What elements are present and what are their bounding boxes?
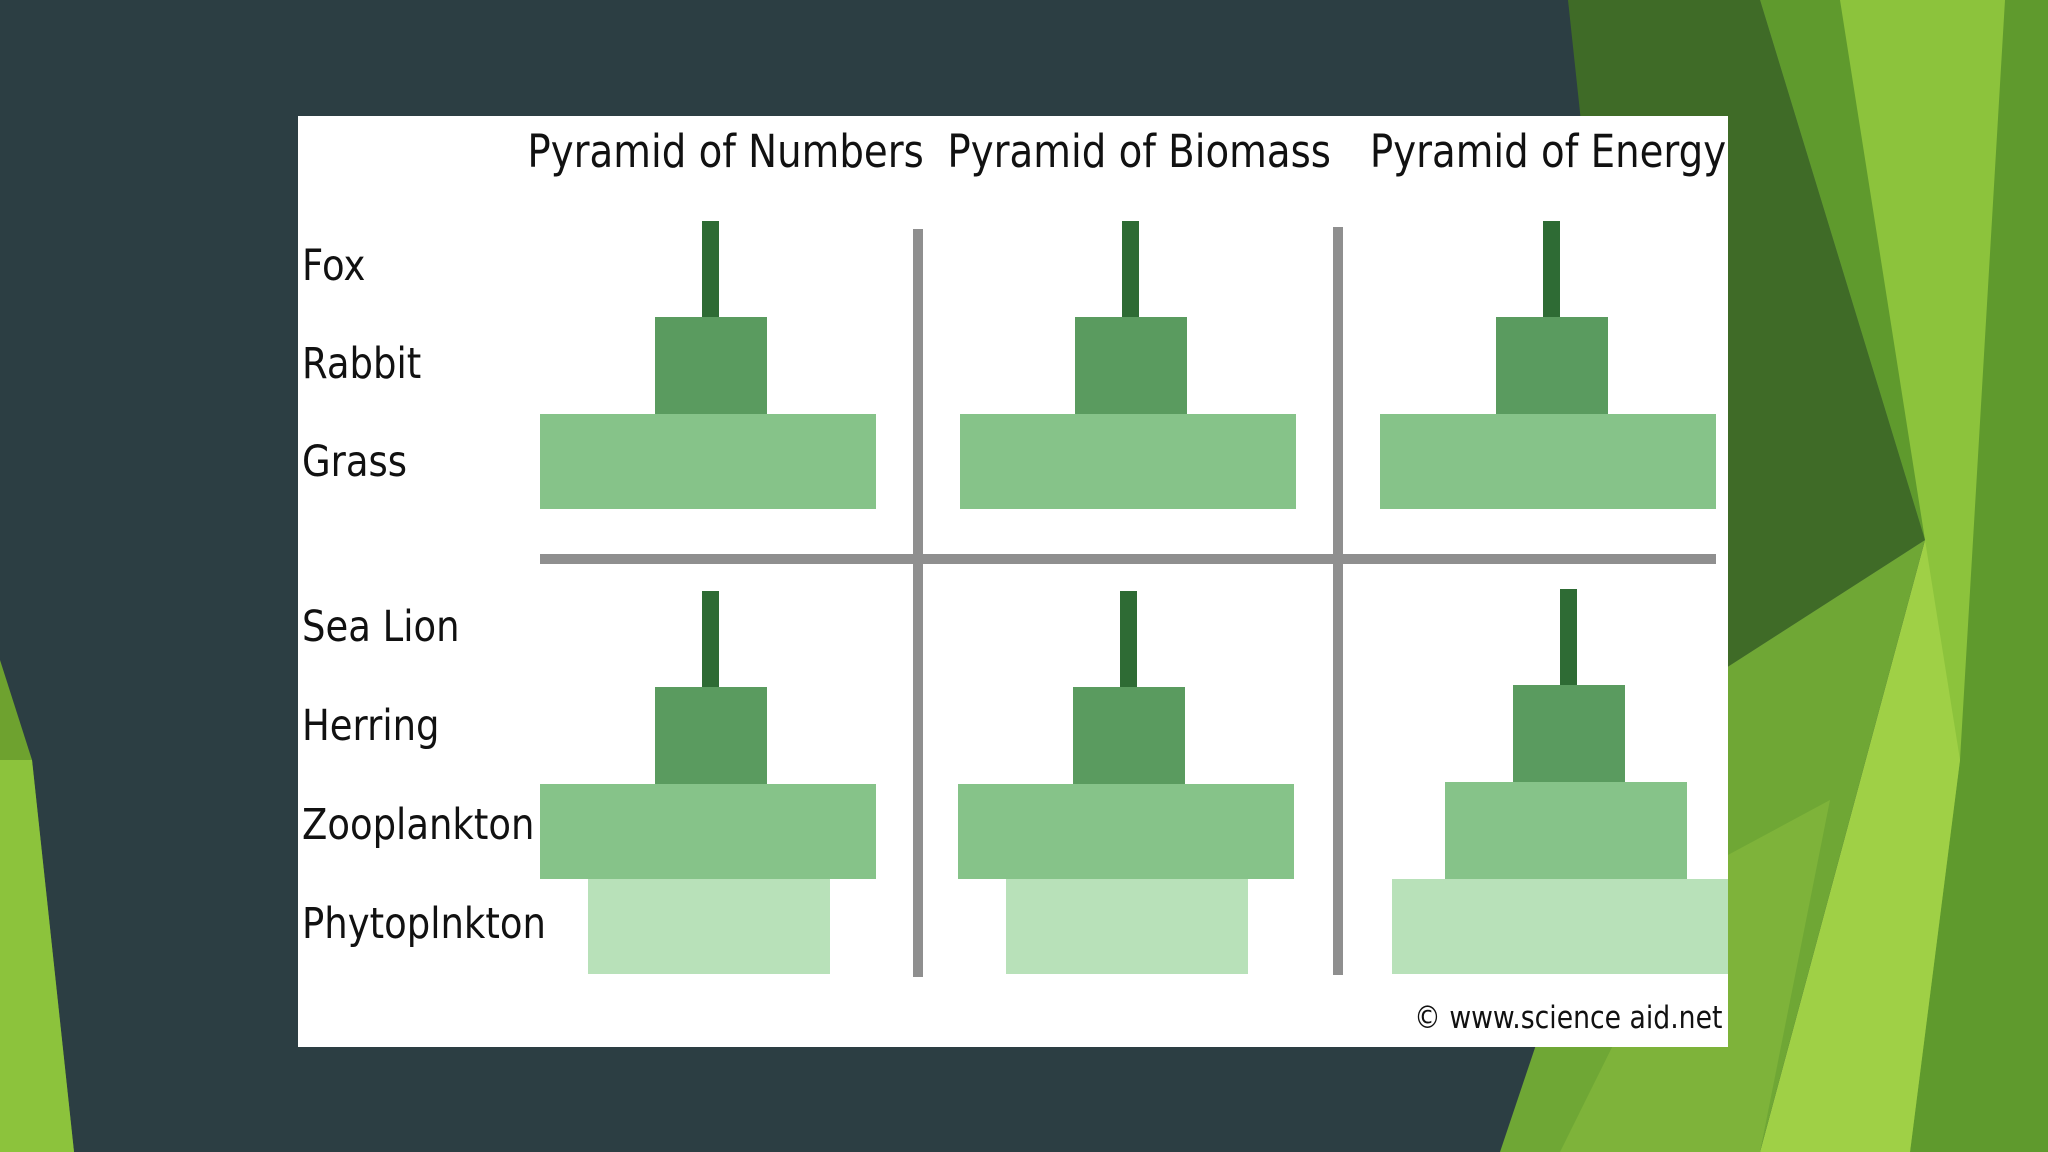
energy-marine-phytoplankton-bar	[1392, 879, 1728, 974]
energy-marine-herring-bar	[1513, 685, 1625, 782]
energy-land-grass-bar	[1380, 414, 1716, 509]
bg-shape-bright-green	[1760, 540, 1960, 1152]
biomass-marine-phytoplankton-bar	[1006, 879, 1248, 974]
numbers-marine-sea-lion-bar	[702, 591, 719, 687]
numbers-marine-herring-bar	[655, 687, 767, 784]
numbers-marine-phytoplankton-bar	[588, 879, 830, 974]
biomass-land-rabbit-bar	[1075, 317, 1187, 414]
energy-marine-zooplankton-bar	[1445, 782, 1687, 879]
energy-land-fox-bar	[1543, 221, 1560, 317]
energy-marine-sea-lion-bar	[1560, 589, 1577, 685]
numbers-land-fox-bar	[702, 221, 719, 317]
title-pyramid-of-biomass: Pyramid of Biomass	[947, 125, 1331, 178]
divider-vertical-1	[913, 229, 923, 977]
label-herring: Herring	[302, 701, 440, 751]
label-rabbit: Rabbit	[302, 339, 422, 389]
numbers-land-grass-bar	[540, 414, 876, 509]
bg-shape-left-stripe-light	[0, 760, 74, 1152]
numbers-land-rabbit-bar	[655, 317, 767, 414]
divider-horizontal	[540, 554, 1716, 564]
label-phytoplankton: Phytoplnkton	[302, 899, 546, 949]
biomass-land-grass-bar	[960, 414, 1296, 509]
title-pyramid-of-numbers: Pyramid of Numbers	[527, 125, 924, 178]
biomass-marine-sea-lion-bar	[1120, 591, 1137, 687]
label-zooplankton: Zooplankton	[302, 800, 535, 850]
copyright-credit: © www.science aid.net	[1413, 1000, 1722, 1036]
label-grass: Grass	[302, 437, 408, 487]
label-sea-lion: Sea Lion	[302, 602, 460, 652]
numbers-marine-zooplankton-bar	[540, 784, 876, 879]
biomass-marine-herring-bar	[1073, 687, 1185, 784]
biomass-marine-zooplankton-bar	[958, 784, 1294, 879]
energy-land-rabbit-bar	[1496, 317, 1608, 414]
ecological-pyramids-diagram: Pyramid of Numbers Pyramid of Biomass Py…	[298, 116, 1728, 1047]
label-fox: Fox	[302, 241, 366, 291]
divider-vertical-2	[1333, 227, 1343, 975]
title-pyramid-of-energy: Pyramid of Energy	[1369, 125, 1727, 178]
biomass-land-fox-bar	[1122, 221, 1139, 317]
